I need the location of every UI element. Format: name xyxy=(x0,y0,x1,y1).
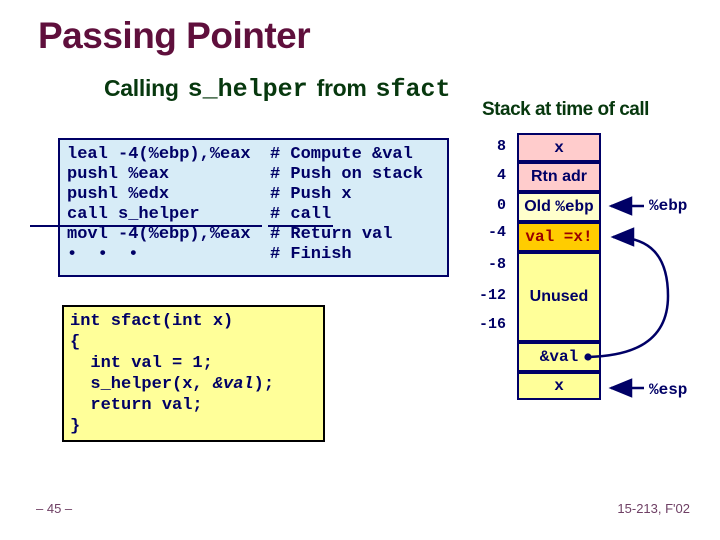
asm-line-call: call s_helper# call xyxy=(67,205,332,224)
asm-line-leal: leal -4(%ebp),%eax# Compute &val xyxy=(67,145,413,164)
stack-offset-neg4: -4 xyxy=(487,224,506,241)
stack-cell-arg-x: x xyxy=(517,133,601,162)
c-code-block: int sfact(int x) { int val = 1; s_helper… xyxy=(62,305,325,442)
subtitle-code-sfact: sfact xyxy=(375,75,451,104)
stack-offset-neg8: -8 xyxy=(487,256,506,273)
course-footer: 15-213, F'02 xyxy=(617,501,690,516)
stack-cell-unused: Unused xyxy=(517,252,601,342)
assembly-code-block: leal -4(%ebp),%eax# Compute &val pushl %… xyxy=(58,138,449,277)
subtitle-word-from: from xyxy=(316,75,367,101)
subtitle-word-calling: Calling xyxy=(104,75,179,101)
subtitle: Calling s_helper from sfact xyxy=(104,74,451,106)
c-line-s-helper-call: s_helper(x, &val); xyxy=(70,375,275,394)
stack-offset-neg12: -12 xyxy=(478,287,506,304)
asm-line-pushl-eax: pushl %eax# Push on stack xyxy=(67,165,424,184)
page-title: Passing Pointer xyxy=(38,15,311,56)
c-line-int-val: int val = 1; xyxy=(70,354,213,373)
stack-cell-val: val =x! xyxy=(517,222,601,252)
asm-line-ellipsis: • • •# Finish xyxy=(67,245,352,264)
stack-heading: Stack at time of call xyxy=(482,99,649,120)
c-line-return: return val; xyxy=(70,396,203,415)
c-line-open-brace: { xyxy=(70,333,81,352)
stack-cell-old-ebp: Old %ebp xyxy=(517,192,601,222)
c-line-signature: int sfact(int x) xyxy=(70,312,234,331)
ebp-register-label: %ebp xyxy=(649,197,688,215)
subtitle-code-s-helper: s_helper xyxy=(187,75,308,104)
stack-cell-param-x: x xyxy=(517,372,601,400)
stack-offset-8: 8 xyxy=(496,138,506,155)
page-number: – 45 – xyxy=(36,501,73,516)
asm-line-movl: movl -4(%ebp),%eax# Return val xyxy=(67,225,393,244)
stack-cell-addr-val: &val xyxy=(517,342,601,372)
c-line-close-brace: } xyxy=(70,417,81,436)
c-code-addr-val: &val xyxy=(212,375,254,394)
stack-offset-neg16: -16 xyxy=(478,316,506,333)
stack-offset-4: 4 xyxy=(496,167,506,184)
asm-line-pushl-edx: pushl %edx# Push x xyxy=(67,185,352,204)
stack-cell-rtn-adr: Rtn adr xyxy=(517,162,601,192)
esp-register-label: %esp xyxy=(649,381,688,399)
stack-offset-0: 0 xyxy=(496,197,506,214)
